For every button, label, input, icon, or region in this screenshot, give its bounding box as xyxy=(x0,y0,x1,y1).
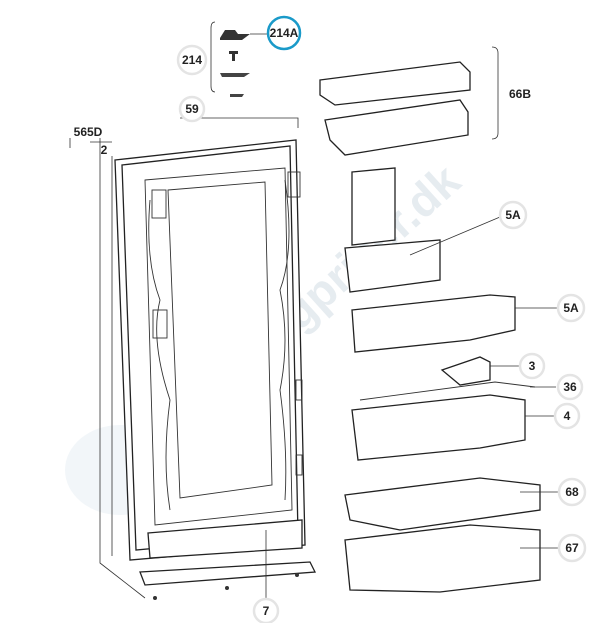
callout-36[interactable]: 36 xyxy=(556,373,584,401)
callout-67[interactable]: 67 xyxy=(557,533,587,563)
callout-66B[interactable]: 66B xyxy=(509,87,531,101)
callout-4[interactable]: 4 xyxy=(553,402,581,430)
callout-3[interactable]: 3 xyxy=(518,352,546,380)
callout-7[interactable]: 7 xyxy=(252,597,280,623)
svg-text:2: 2 xyxy=(101,143,108,157)
callout-59[interactable]: 59 xyxy=(178,95,206,123)
svg-text:214: 214 xyxy=(182,53,202,67)
hinge-parts-214 xyxy=(210,21,268,97)
divider-3 xyxy=(440,356,491,386)
callout-5A-upper[interactable]: 5A xyxy=(498,200,528,230)
svg-text:3: 3 xyxy=(529,359,536,373)
callout-5A-lower[interactable]: 5A xyxy=(556,293,586,323)
svg-text:67: 67 xyxy=(565,541,579,555)
crisper-lid-68 xyxy=(344,477,541,531)
callout-68[interactable]: 68 xyxy=(557,477,587,507)
svg-text:36: 36 xyxy=(563,380,577,394)
door-seal-bottom xyxy=(147,519,303,559)
callout-214[interactable]: 214 xyxy=(176,44,208,76)
callout-214A[interactable]: 214A xyxy=(266,15,302,51)
shelf-4-with-rail-36 xyxy=(351,381,556,461)
shelf-66B xyxy=(319,46,499,156)
svg-text:5A: 5A xyxy=(505,208,521,222)
door-hinge-plate xyxy=(139,561,317,586)
svg-text:59: 59 xyxy=(185,102,199,116)
svg-text:68: 68 xyxy=(565,485,579,499)
shelf-5A-lower xyxy=(351,294,558,353)
shelf-5A-upper xyxy=(344,167,501,293)
door-assembly xyxy=(114,139,317,600)
svg-text:4: 4 xyxy=(564,409,571,423)
callout-565D[interactable]: 565D xyxy=(74,125,103,139)
svg-text:5A: 5A xyxy=(563,301,579,315)
svg-text:565D: 565D xyxy=(74,125,103,139)
callout-2[interactable]: 2 xyxy=(101,143,108,157)
svg-text:214A: 214A xyxy=(270,26,299,40)
svg-text:7: 7 xyxy=(263,604,270,618)
crisper-drawer-67 xyxy=(344,524,541,593)
svg-text:66B: 66B xyxy=(509,87,531,101)
